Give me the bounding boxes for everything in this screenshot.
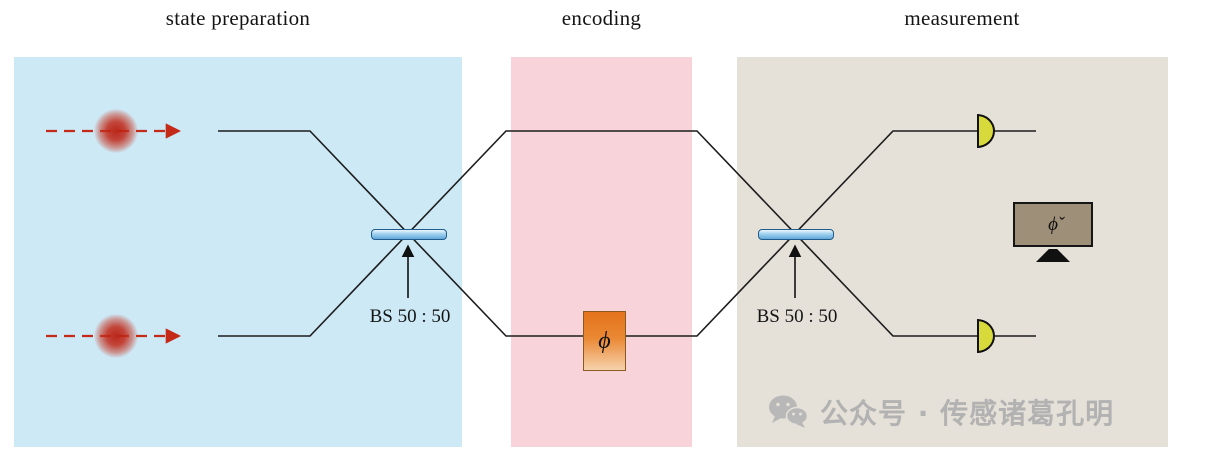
photon-source-top xyxy=(94,109,138,153)
panel-measurement xyxy=(737,57,1168,447)
panel-state-preparation xyxy=(14,57,462,447)
wechat-icon xyxy=(769,395,809,428)
panel-encoding xyxy=(511,57,692,447)
monitor-phase-estimate-label: ϕ̌ xyxy=(1048,213,1058,235)
section-title-encoding: encoding xyxy=(561,6,642,30)
phase-shifter: ϕ xyxy=(583,311,626,371)
bs1-label: BS 50 : 50 xyxy=(369,306,451,327)
monitor-screen: ϕ̌ xyxy=(1013,202,1093,247)
watermark: 公众号 · 传感诸葛孔明 xyxy=(766,390,1114,434)
section-title-measurement: measurement xyxy=(904,6,1020,30)
beam-splitter-1 xyxy=(371,229,447,240)
watermark-text: 公众号 · 传感诸葛孔明 xyxy=(820,397,1115,430)
phase-shifter-label: ϕ xyxy=(598,327,611,354)
beam-splitter-2 xyxy=(758,229,834,240)
section-title-state-preparation: state preparation xyxy=(165,6,311,30)
bs2-label: BS 50 : 50 xyxy=(756,306,838,327)
photon-source-bottom xyxy=(94,314,138,358)
